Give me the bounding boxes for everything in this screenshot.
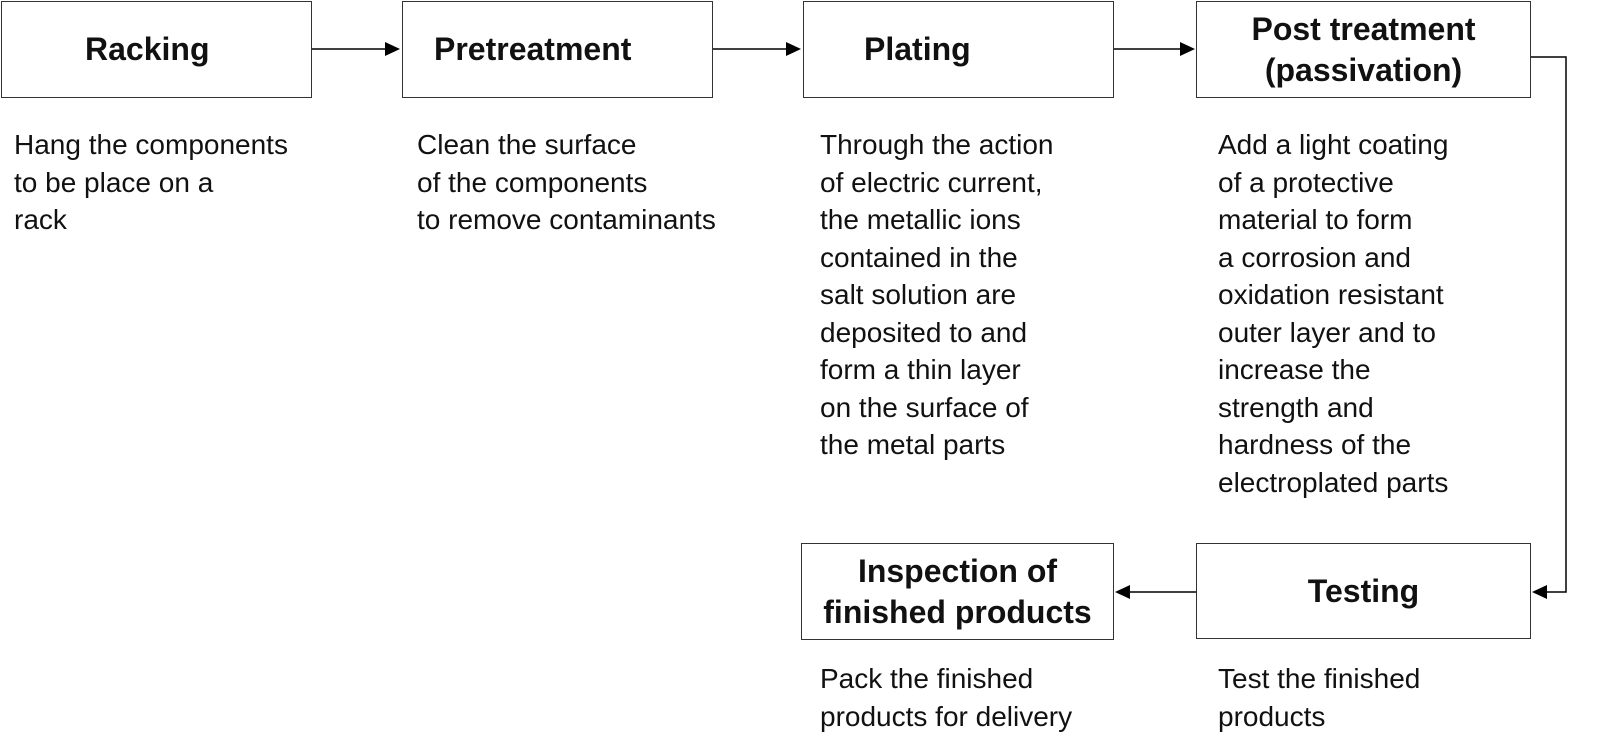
step-title-inspection: Inspection of finished products bbox=[823, 552, 1092, 630]
step-box-testing: Testing bbox=[1196, 543, 1531, 639]
step-box-racking: Racking bbox=[1, 1, 312, 98]
step-description-pretreatment: Clean the surface of the components to r… bbox=[417, 129, 716, 235]
step-description-inspection: Pack the finished products for delivery bbox=[820, 663, 1073, 732]
step-box-inspection: Inspection of finished products bbox=[801, 543, 1114, 640]
arrowhead-plating bbox=[786, 42, 801, 56]
step-title-racking: Racking bbox=[85, 31, 210, 67]
step-description-post-treatment: Add a light coating of a protective mate… bbox=[1218, 129, 1449, 498]
step-title-post-treatment: Post treatment (passivation) bbox=[1251, 10, 1476, 88]
arrow-post-treatment-to-testing bbox=[1531, 56, 1567, 593]
step-title-plating: Plating bbox=[864, 31, 971, 67]
step-description-plating: Through the action of electric current, … bbox=[820, 129, 1054, 460]
step-description-testing: Test the finished products bbox=[1218, 663, 1421, 732]
step-title-pretreatment: Pretreatment bbox=[434, 31, 632, 67]
arrowhead-post-treatment bbox=[1180, 42, 1195, 56]
step-box-post-treatment: Post treatment (passivation) bbox=[1196, 1, 1531, 98]
arrowhead-pretreatment bbox=[385, 42, 400, 56]
step-title-testing: Testing bbox=[1307, 572, 1420, 609]
arrowhead-inspection bbox=[1115, 585, 1130, 599]
arrowhead-testing bbox=[1532, 585, 1547, 599]
step-description-racking: Hang the components to be place on a rac… bbox=[14, 129, 288, 235]
step-box-plating: Plating bbox=[803, 1, 1114, 98]
step-box-pretreatment: Pretreatment bbox=[402, 1, 713, 98]
